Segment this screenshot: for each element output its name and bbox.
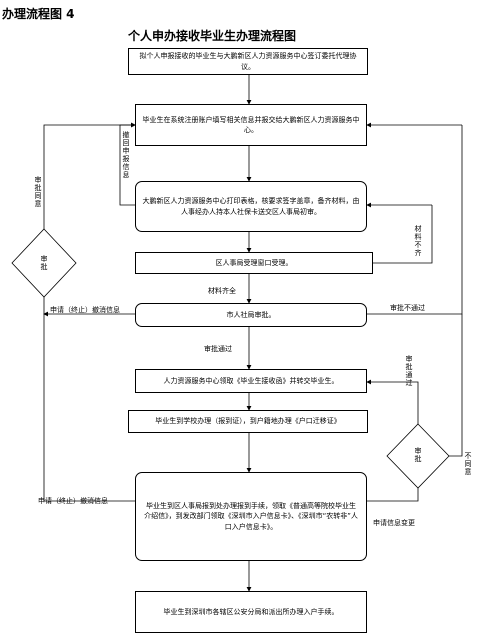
diagram-title: 个人申办接收毕业生办理流程图: [128, 29, 297, 43]
not-passed-label: 审批不通过: [390, 304, 425, 312]
right-diamond-label: 审批: [414, 447, 422, 464]
approve-ok-label: 审批同意: [34, 176, 42, 209]
step-register-info: 毕业生在系统注册账户填写相关信息并报交给大鹏新区人力资源服务中心。: [135, 104, 367, 146]
apply-change-label: 申请信息变更: [373, 519, 415, 527]
step-sign-agreement: 拟个人申报接收的毕业生与大鹏新区人力资源服务中心签订委托代理协议。: [128, 48, 368, 75]
disagree-label: 不同意: [464, 452, 472, 477]
left-decision-diamond: [11, 228, 77, 298]
step-city-approval: 市人社局审批。: [135, 303, 367, 327]
materials-incomplete-label: 材料不齐: [414, 225, 422, 258]
step-print-forms: 大鹏新区人力资源服务中心打印表格，核要求签字盖章，备齐材料，由人事经办人持本人社…: [135, 181, 367, 232]
step-receive-letter: 人力资源服务中心领取《毕业生接收函》并转交毕业生。: [135, 369, 367, 393]
step-school-registration: 毕业生到学校办理（报到证），到户籍地办理《户口迁移证》: [128, 410, 368, 433]
passed-label: 审批通过: [204, 345, 232, 353]
left-diamond-label: 审批: [40, 255, 48, 272]
withdraw-return-label: 撤回申报信息: [122, 131, 130, 180]
step-report-procedures: 毕业生到区人事局报到处办理报到手续，领取《普通高等院校毕业生介绍信》，到发改部门…: [135, 472, 367, 561]
step-household-registration: 毕业生到深圳市各辖区公安分局和派出所办理入户手续。: [135, 591, 367, 633]
apply-withdraw-label-2: 申请（终止）撤消信息: [38, 497, 108, 505]
approve-passed-right-label: 审批通过: [405, 355, 413, 388]
materials-complete-label: 材料齐全: [208, 287, 236, 295]
step-district-accept: 区人事局受理窗口受理。: [135, 252, 373, 274]
page-heading: 办理流程图 4: [2, 7, 75, 21]
apply-withdraw-label-1: 申请（终止）撤消信息: [50, 306, 120, 314]
right-decision-diamond: [386, 423, 450, 489]
